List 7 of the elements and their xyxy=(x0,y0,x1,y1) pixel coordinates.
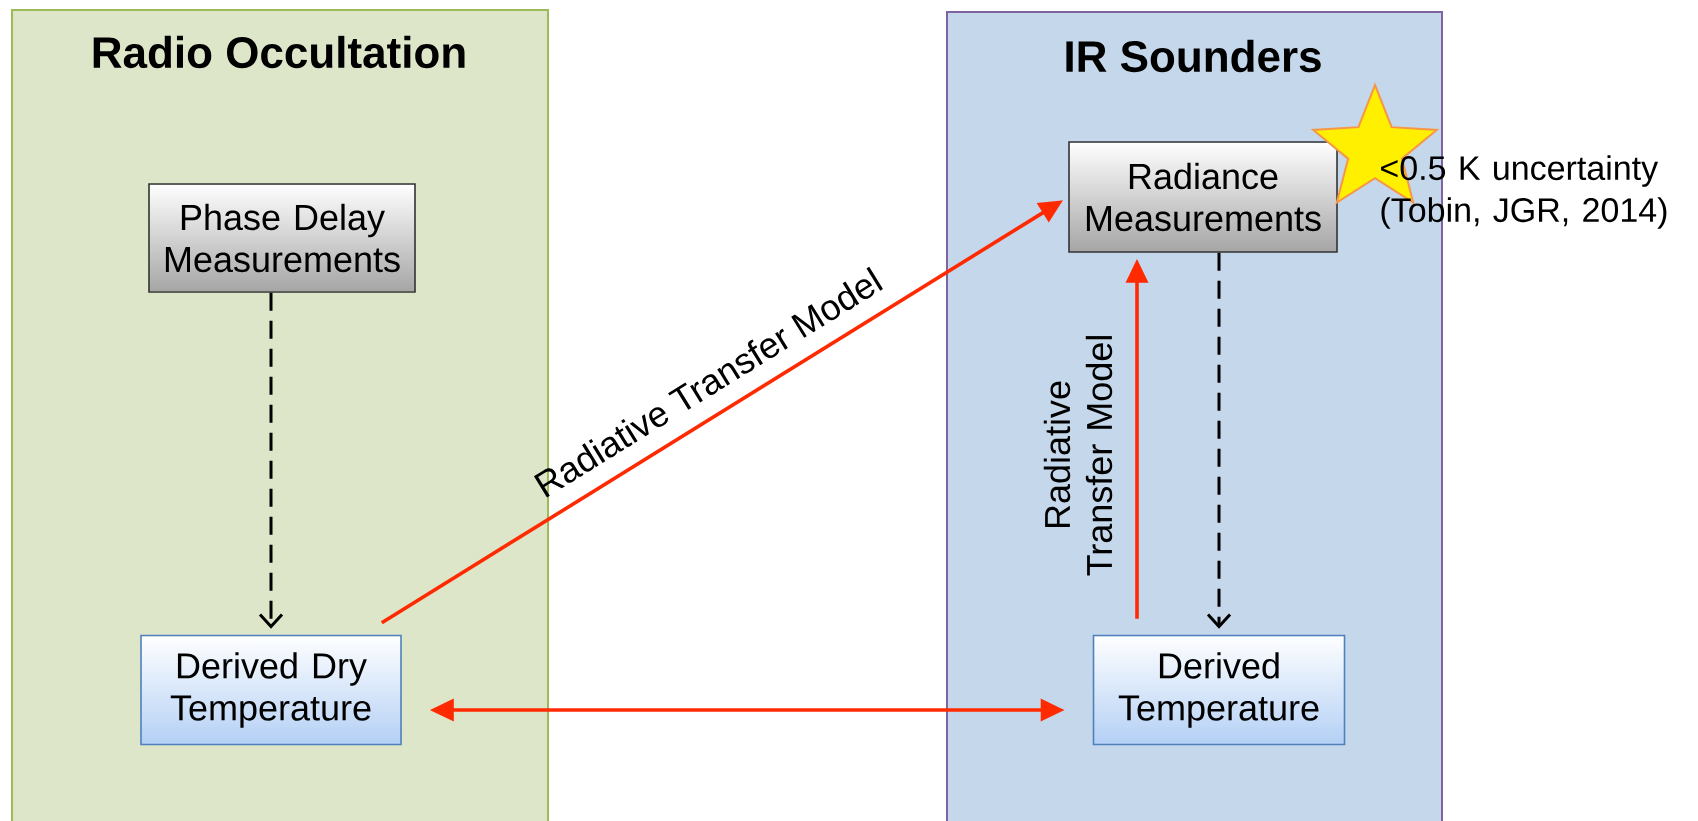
result-box: Derived Temperature xyxy=(1092,634,1346,746)
result-box: Derived Dry Temperature xyxy=(140,634,402,746)
process-box: Radiance Measurements xyxy=(1068,141,1338,253)
arrow xyxy=(258,292,284,629)
arrow xyxy=(1206,252,1232,629)
process-box: Phase Delay Measurements xyxy=(148,183,416,293)
edge-label: Radiative Transfer Model xyxy=(1043,336,1113,576)
